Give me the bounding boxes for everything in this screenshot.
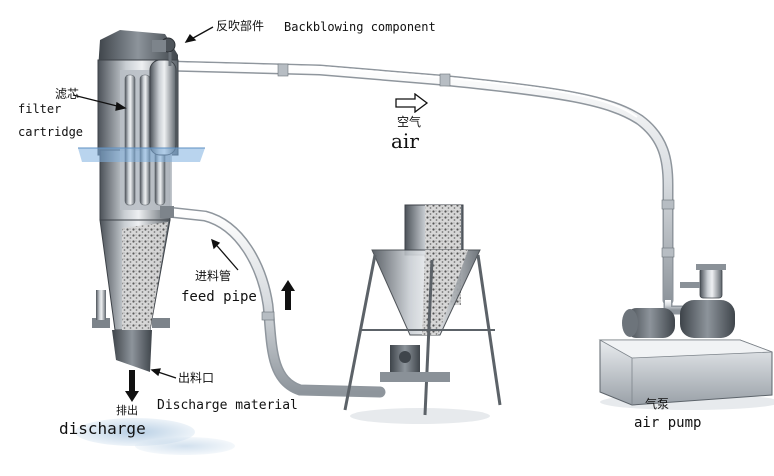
outlet-label-cn: 出料口 [178, 371, 215, 385]
air-pump-label-cn: 气泵 [645, 397, 670, 411]
callout-arrows [72, 26, 239, 379]
discharge-material-label: Discharge material [157, 398, 298, 413]
filter-label-cn: 滤芯 [55, 87, 80, 101]
feed-pipe-label-cn: 进料管 [195, 269, 232, 283]
air-label-cn: 空气 [397, 115, 422, 129]
air-label-en: air [391, 129, 419, 153]
feed-pipe-label-en: feed pipe [181, 289, 257, 305]
arrow-down-icon [125, 370, 139, 402]
air-pump [598, 264, 773, 406]
discharge-label-en: discharge [59, 419, 146, 438]
discharge-label-cn: 排出 [116, 404, 138, 417]
cyclone-receiver [78, 30, 205, 372]
arrow-right-outline-icon [395, 93, 429, 113]
air-pipe [162, 60, 690, 315]
arrow-up-icon [281, 280, 295, 310]
backblowing-label-cn: 反吹部件 [216, 19, 265, 33]
feed-hopper [343, 204, 502, 416]
feed-pipe [162, 206, 386, 398]
backblowing-label-en: Backblowing component [284, 20, 436, 34]
filter-label-en-line1: filter [18, 102, 62, 116]
filter-label-en-line2: cartridge [18, 125, 84, 139]
air-pump-label-en: air pump [634, 415, 702, 431]
